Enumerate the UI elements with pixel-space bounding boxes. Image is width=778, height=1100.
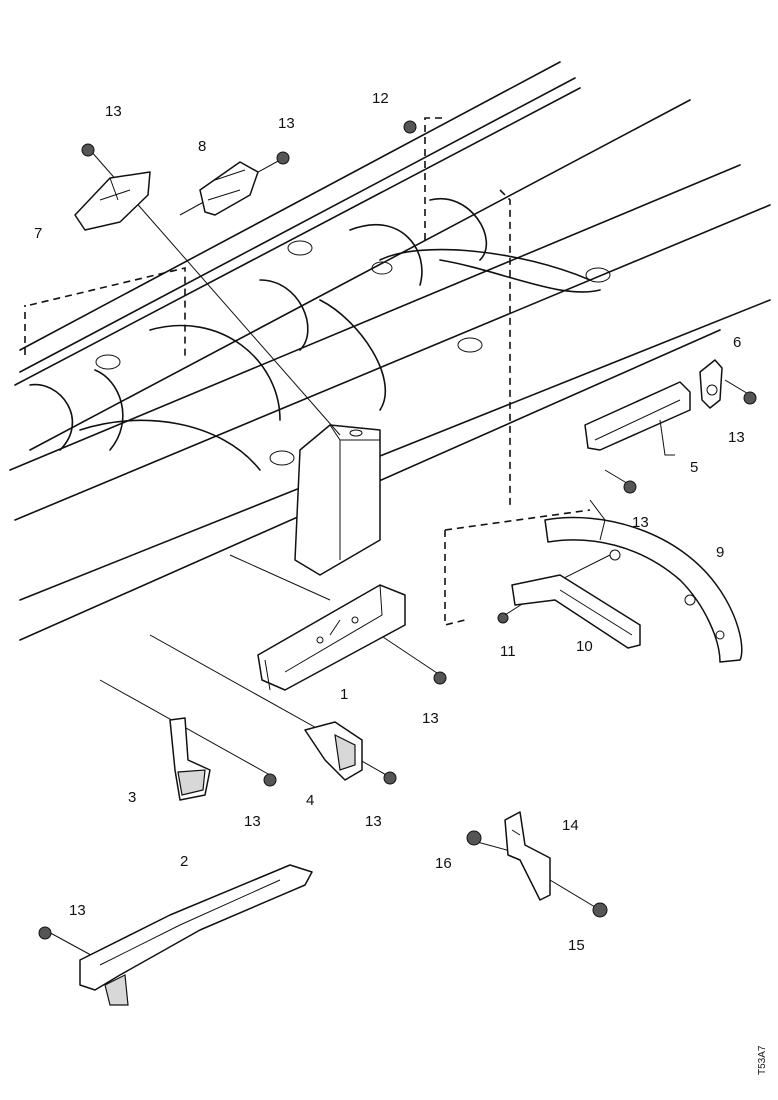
label-14: 14 [562, 817, 579, 834]
fastener-13-g [383, 771, 397, 785]
label-5: 5 [690, 459, 698, 476]
label-9: 9 [716, 544, 724, 561]
phantom-outline-left [24, 266, 186, 360]
fastener-13-e [433, 671, 447, 685]
part-9-fender [544, 499, 743, 663]
fastener-11 [497, 612, 509, 624]
frame-rail-upper-bottom [14, 87, 581, 386]
part-1-channel [257, 584, 406, 691]
cross-member-2b [259, 279, 309, 351]
part-3-bracket [169, 717, 211, 801]
label-13-a: 13 [105, 103, 122, 120]
part-10-bracket [511, 574, 641, 649]
label-6: 6 [733, 334, 741, 351]
part-6-clip [699, 359, 723, 409]
frame-hole-5 [585, 267, 611, 283]
fastener-16 [466, 830, 482, 846]
label-13-h: 13 [69, 902, 86, 919]
frame-hole-4 [457, 337, 483, 353]
fastener-13-a [81, 143, 95, 157]
part-7-bracket [74, 171, 151, 231]
label-13-b: 13 [278, 115, 295, 132]
label-8: 8 [198, 138, 206, 155]
part-8-bracket [199, 161, 259, 216]
phantom-outline-right [444, 509, 591, 627]
fastener-13-h [38, 926, 52, 940]
cross-member-4 [319, 299, 386, 411]
frame-upright-hole [349, 429, 363, 437]
leader-1-13 [379, 634, 441, 676]
frame-rail-upper-flange [29, 99, 691, 451]
frame-upright-bracket [294, 424, 381, 576]
frame-hole-1 [95, 354, 121, 370]
frame-hole-2 [287, 240, 313, 256]
label-11: 11 [500, 643, 516, 660]
label-1: 1 [340, 686, 348, 703]
fastener-13-b [276, 151, 290, 165]
part-2-rail-bracket [79, 864, 313, 1006]
reference-code: T53A7 [757, 1045, 768, 1075]
label-13-f: 13 [244, 813, 261, 830]
label-13-e: 13 [422, 710, 439, 727]
frame-upright-bracket-edges [329, 424, 380, 560]
phantom-outline-center [424, 117, 511, 505]
label-13-d: 13 [632, 514, 649, 531]
part-14-bracket [504, 811, 551, 901]
label-16: 16 [435, 855, 452, 872]
fastener-13-f [263, 773, 277, 787]
cross-member-2 [149, 324, 281, 421]
frame-rail-lower-edge [14, 204, 771, 521]
cross-member-1 [29, 383, 74, 451]
fastener-12 [403, 120, 417, 134]
frame-rail-upper-top [19, 61, 561, 351]
cross-member-1b [94, 369, 124, 451]
label-13-c: 13 [728, 429, 745, 446]
cross-member-3 [349, 223, 423, 286]
label-3: 3 [128, 789, 136, 806]
part-labels: 13 13 12 8 7 6 13 5 13 9 11 10 1 13 3 4 … [34, 90, 745, 954]
chassis-frame [9, 61, 771, 641]
cross-member-7 [379, 248, 591, 281]
cross-member-5 [439, 259, 601, 293]
label-4: 4 [306, 792, 314, 809]
part-5-bracket [584, 381, 691, 456]
leader-6-13 [724, 379, 751, 396]
label-12: 12 [372, 90, 389, 107]
cross-member-6 [79, 419, 261, 471]
leader-4-left [149, 634, 321, 731]
frame-rail-lower-top [9, 164, 741, 471]
frame-rail-lower-bottom [19, 299, 771, 601]
part-4-bracket [304, 721, 363, 781]
frame-hole-6 [269, 450, 295, 466]
label-15: 15 [568, 937, 585, 954]
frame-hole-3 [371, 261, 393, 275]
leader-14-15 [549, 879, 601, 911]
fasteners [38, 120, 757, 940]
label-10: 10 [576, 638, 593, 655]
fastener-13-d [623, 480, 637, 494]
leader-1-left [229, 554, 331, 601]
fastener-15 [592, 902, 608, 918]
label-7: 7 [34, 225, 42, 242]
frame-rail-upper-edge [19, 77, 576, 373]
fastener-13-c [743, 391, 757, 405]
label-13-g: 13 [365, 813, 382, 830]
label-2: 2 [180, 853, 188, 870]
